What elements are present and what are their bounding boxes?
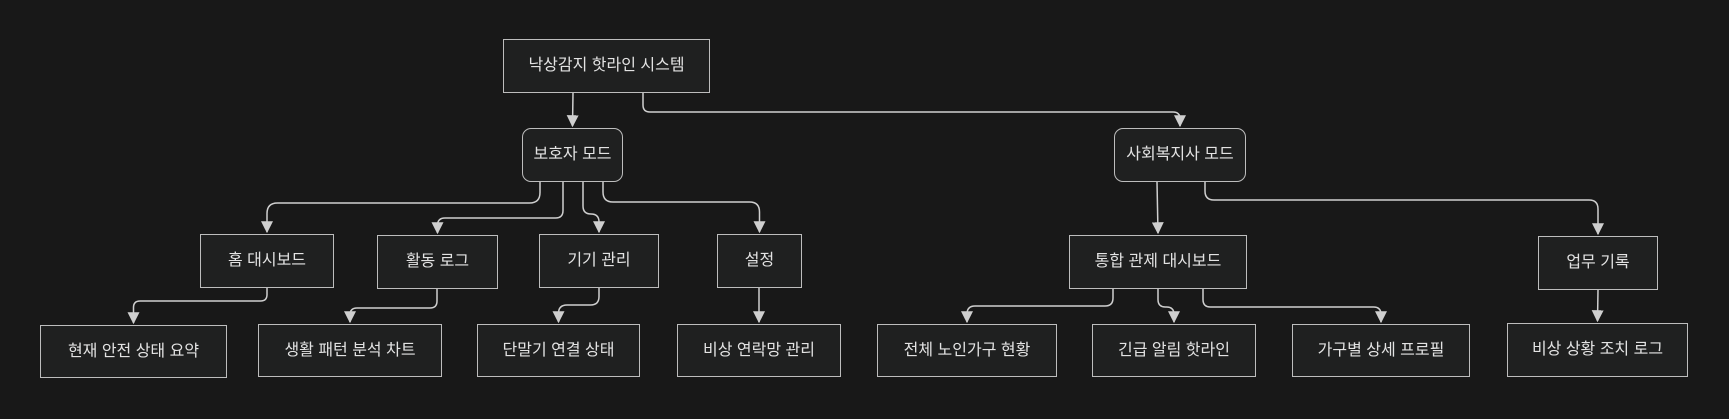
edge-activity_log-to-pattern_chart [344, 289, 438, 324]
flowchart-node-alert_hotline: 긴급 알림 핫라인 [1092, 324, 1256, 377]
flowchart-node-control_dashboard: 통합 관제 대시보드 [1069, 235, 1247, 289]
flowchart-node-safety_summary: 현재 안전 상태 요약 [40, 325, 227, 378]
flowchart-node-emergency_action_log: 비상 상황 조치 로그 [1507, 323, 1688, 377]
node-label: 단말기 연결 상태 [502, 341, 615, 359]
edge-work_record-to-emergency_action_log [1591, 289, 1604, 323]
edge-guardian_mode-to-settings [602, 182, 766, 234]
node-label: 낙상감지 핫라인 시스템 [528, 57, 685, 75]
edge-root-to-worker_mode [642, 93, 1186, 128]
node-label: 홈 대시보드 [227, 252, 307, 270]
edge-control_dashboard-to-households_status [961, 289, 1114, 324]
node-label: 업무 기록 [1566, 254, 1630, 272]
node-label: 보호자 모드 [533, 146, 612, 164]
node-label: 설정 [744, 252, 775, 270]
edge-device_management-to-device_status [552, 288, 600, 324]
node-label: 통합 관제 대시보드 [1094, 253, 1222, 271]
node-label: 활동 로그 [405, 253, 470, 271]
node-label: 기기 관리 [567, 252, 631, 270]
node-label: 가구별 상세 프로필 [1317, 341, 1445, 359]
flowchart-node-guardian_mode: 보호자 모드 [522, 128, 623, 182]
edge-control_dashboard-to-alert_hotline [1157, 289, 1180, 324]
edge-root-to-guardian_mode [566, 92, 579, 128]
flowchart-node-settings: 설정 [717, 234, 802, 288]
edge-control_dashboard-to-detail_profiles [1202, 289, 1387, 324]
edge-guardian_mode-to-home_dashboard [261, 182, 541, 234]
flowchart-node-device_management: 기기 관리 [539, 234, 659, 288]
flowchart-node-root: 낙상감지 핫라인 시스템 [503, 39, 710, 93]
edge-worker_mode-to-control_dashboard [1151, 181, 1164, 235]
edge-guardian_mode-to-activity_log [431, 182, 564, 235]
flowchart-node-worker_mode: 사회복지사 모드 [1114, 128, 1246, 182]
node-label: 사회복지사 모드 [1126, 146, 1234, 164]
flowchart-node-emergency_contacts: 비상 연락망 관리 [677, 324, 841, 377]
node-label: 긴급 알림 핫라인 [1118, 341, 1230, 359]
flowchart-node-work_record: 업무 기록 [1538, 236, 1658, 290]
edge-guardian_mode-to-device_management [582, 182, 605, 234]
edge-worker_mode-to-work_record [1204, 182, 1604, 236]
flowchart-node-pattern_chart: 생활 패턴 분석 차트 [258, 324, 442, 377]
flowchart-node-households_status: 전체 노인가구 현황 [877, 324, 1057, 377]
flowchart-node-home_dashboard: 홈 대시보드 [200, 234, 334, 288]
flowchart-node-activity_log: 활동 로그 [377, 235, 498, 289]
node-label: 현재 안전 상태 요약 [67, 342, 200, 360]
edge-home_dashboard-to-safety_summary [127, 288, 268, 325]
node-label: 전체 노인가구 현황 [903, 341, 1031, 359]
node-label: 비상 연락망 관리 [703, 341, 815, 359]
flowchart-node-detail_profiles: 가구별 상세 프로필 [1292, 324, 1470, 377]
flowchart-node-device_status: 단말기 연결 상태 [477, 324, 640, 377]
node-label: 비상 상황 조치 로그 [1531, 341, 1664, 359]
node-label: 생활 패턴 분석 차트 [284, 341, 416, 359]
